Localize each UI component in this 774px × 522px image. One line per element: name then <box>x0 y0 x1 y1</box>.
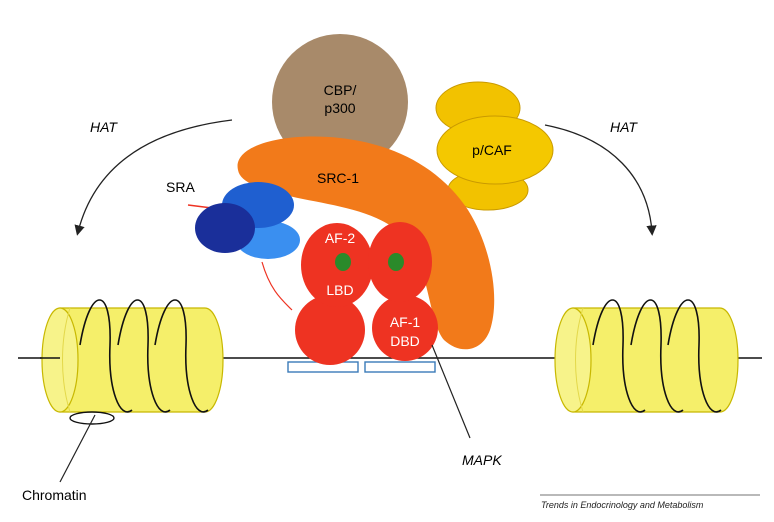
dna-wrap-left-3 <box>154 299 209 413</box>
nucleosome-right-body <box>572 307 739 413</box>
src1-protein <box>237 136 495 350</box>
nucleosome-right-face <box>554 307 592 413</box>
af2-label: AF-2 <box>325 230 356 246</box>
af1-label: AF-1 <box>390 314 421 330</box>
dna-wrap-left-1 <box>79 299 133 413</box>
nucleosome-left-body <box>59 307 224 413</box>
nucleosome-left <box>40 299 224 425</box>
chromatin-pointer <box>59 414 96 483</box>
nucleosome-left-face <box>41 307 79 413</box>
hat-right-label: HAT <box>610 119 638 135</box>
receptor-lower-right <box>372 295 438 361</box>
pcaf-label: p/CAF <box>472 142 512 158</box>
chromatin-label: Chromatin <box>22 487 87 503</box>
cbp-p300-protein <box>272 34 408 170</box>
cbp-label-line1: CBP/ <box>324 82 357 98</box>
hat-arrow-right <box>544 124 657 236</box>
sra-label: SRA <box>166 179 195 195</box>
mapk-label: MAPK <box>462 452 502 468</box>
nucleosome-right <box>554 299 739 413</box>
response-element-right <box>364 361 436 373</box>
receptor-lower-left <box>295 295 365 365</box>
dna-wrap-right-1 <box>592 299 646 413</box>
dbd-label: DBD <box>390 333 420 349</box>
cbp-label-line2: p300 <box>324 100 355 116</box>
hat-left-label: HAT <box>90 119 118 135</box>
mapk-pointer <box>431 344 471 439</box>
ligand-spot-right <box>388 253 404 271</box>
dna-wrap-right-2 <box>630 299 684 413</box>
lbd-label: LBD <box>326 282 353 298</box>
dna-wrap-right-3 <box>667 299 722 413</box>
ligand-spot-left <box>335 253 351 271</box>
src1-label: SRC-1 <box>317 170 359 186</box>
sra-protein <box>187 182 300 311</box>
dna-wrap-left-2 <box>117 299 171 413</box>
nuclear-receptor <box>295 222 438 365</box>
hat-arrow-left <box>74 119 233 236</box>
journal-credit: Trends in Endocrinology and Metabolism <box>541 500 704 510</box>
pcaf-protein <box>435 81 554 211</box>
